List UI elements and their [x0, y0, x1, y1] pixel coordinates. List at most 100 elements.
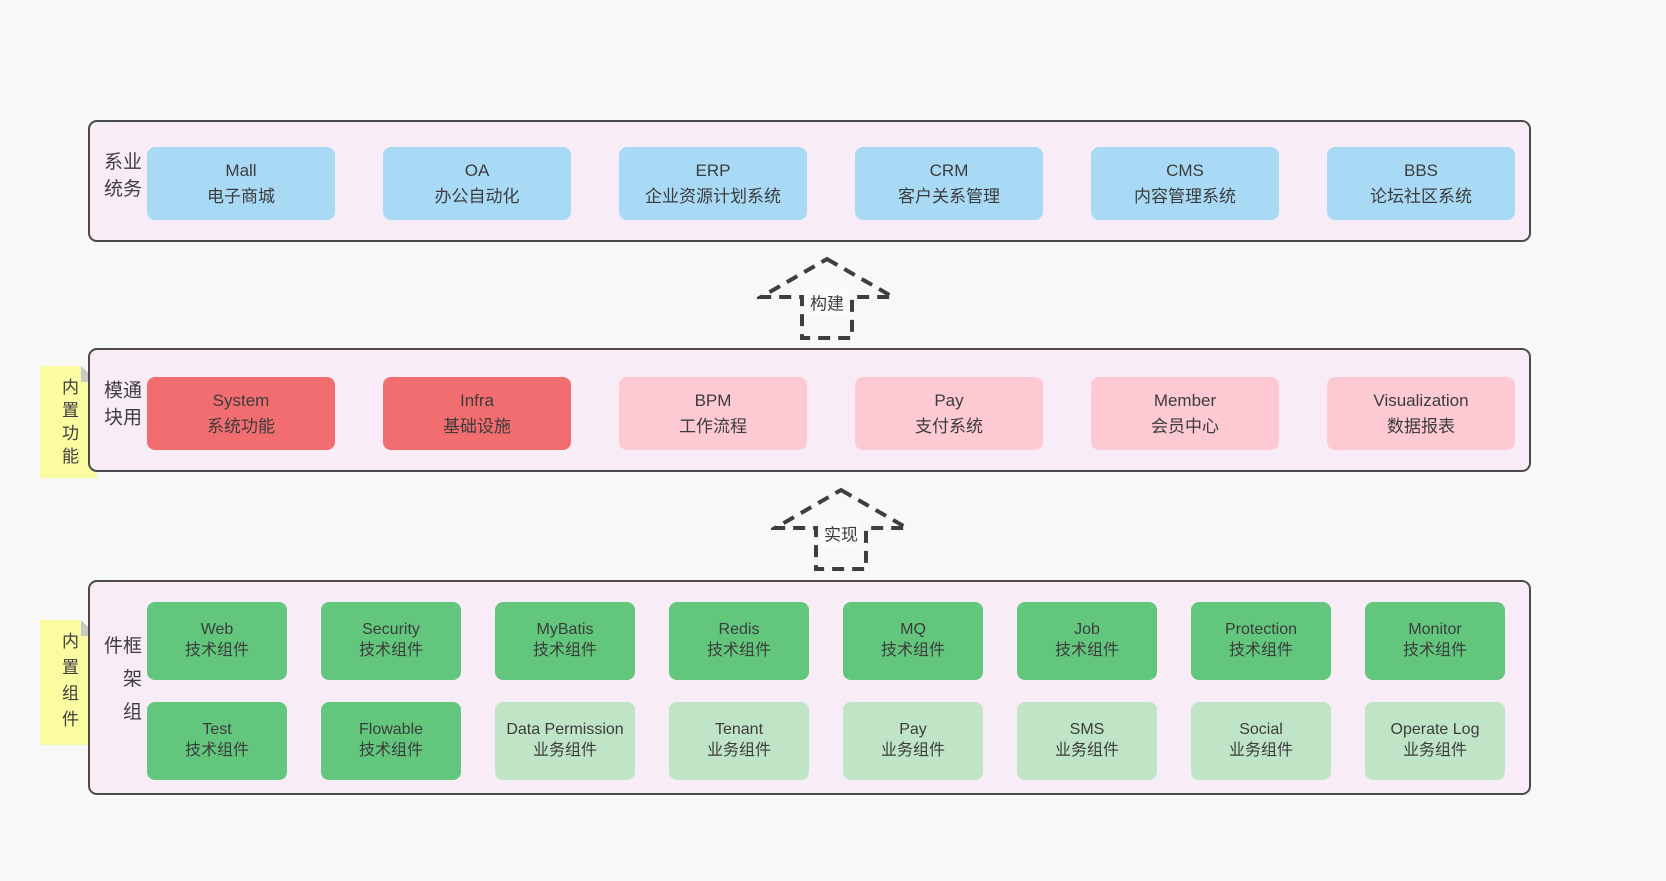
box-name-zh: 系统功能 — [207, 416, 275, 436]
box-name-en: Member — [1153, 391, 1217, 410]
box-name-zh: 技术组件 — [1228, 642, 1293, 659]
box-name-zh: 内容管理系统 — [1134, 186, 1236, 206]
box-cms: CMS 内容管理系统 — [1091, 147, 1279, 220]
box-name-en: System — [212, 391, 270, 410]
band-label-common-modules: 通用模块 — [101, 380, 141, 434]
box-name-en: CRM — [929, 161, 969, 180]
box-name-en: BBS — [1403, 161, 1439, 180]
arrow-label: 构建 — [807, 288, 847, 316]
box-member: Member 会员中心 — [1091, 377, 1279, 450]
box-name-en: Mall — [225, 161, 257, 180]
box-name-en: Flowable — [358, 721, 424, 739]
box-test: Test 技术组件 — [147, 702, 287, 780]
box-system: System 系统功能 — [147, 377, 335, 450]
box-erp: ERP 企业资源计划系统 — [619, 147, 807, 220]
box-redis: Redis 技术组件 — [669, 602, 809, 680]
arrow-implement: 实现 — [771, 487, 911, 572]
box-mq: MQ 技术组件 — [843, 602, 983, 680]
box-name-zh: 业务组件 — [706, 742, 771, 759]
box-name-zh: 业务组件 — [1402, 742, 1467, 759]
box-name-en: Tenant — [714, 721, 764, 739]
box-bbs: BBS 论坛社区系统 — [1327, 147, 1515, 220]
dashed-up-arrow-icon — [757, 256, 897, 340]
box-name-en: CMS — [1166, 161, 1204, 180]
box-name-zh: 技术组件 — [880, 642, 945, 659]
box-pay: Pay 业务组件 — [843, 702, 983, 780]
box-name-zh: 技术组件 — [184, 642, 249, 659]
box-name-zh: 技术组件 — [1054, 642, 1119, 659]
box-name-zh: 业务组件 — [532, 742, 597, 759]
arrow-label: 实现 — [821, 519, 861, 547]
box-name-zh: 技术组件 — [358, 742, 423, 759]
box-name-en: BPM — [694, 391, 732, 410]
box-name-zh: 支付系统 — [915, 416, 983, 436]
box-name-en: SMS — [1069, 721, 1105, 739]
box-flowable: Flowable 技术组件 — [321, 702, 461, 780]
box-operate-log: Operate Log 业务组件 — [1365, 702, 1505, 780]
box-sms: SMS 业务组件 — [1017, 702, 1157, 780]
box-name-zh: 技术组件 — [532, 642, 597, 659]
box-bpm: BPM 工作流程 — [619, 377, 807, 450]
sticky-note-label: 内置组件 — [59, 632, 78, 736]
box-data-permission: Data Permission 业务组件 — [495, 702, 635, 780]
box-mall: Mall 电子商城 — [147, 147, 335, 220]
box-name-en: Redis — [718, 621, 760, 639]
box-name-zh: 业务组件 — [1054, 742, 1119, 759]
box-name-zh: 数据报表 — [1387, 416, 1455, 436]
band-common-modules: 通用模块 System 系统功能 Infra 基础设施 BPM 工作流程 Pay 支付系统 Me… — [88, 348, 1531, 472]
box-name-en: Web — [200, 621, 234, 639]
box-name-en: Visualization — [1373, 391, 1469, 410]
box-name-en: Operate Log — [1390, 721, 1480, 739]
box-pay: Pay 支付系统 — [855, 377, 1043, 450]
box-name-zh: 技术组件 — [184, 742, 249, 759]
box-name-zh: 技术组件 — [1402, 642, 1467, 659]
box-name-zh: 工作流程 — [679, 416, 747, 436]
box-name-zh: 技术组件 — [706, 642, 771, 659]
box-name-zh: 业务组件 — [1228, 742, 1293, 759]
box-name-en: Pay — [934, 391, 964, 410]
arrow-build: 构建 — [757, 256, 897, 341]
box-monitor: Monitor 技术组件 — [1365, 602, 1505, 680]
box-name-en: MyBatis — [536, 621, 594, 639]
box-name-en: OA — [464, 161, 490, 180]
box-name-en: Pay — [899, 721, 927, 739]
box-name-en: Social — [1239, 721, 1283, 739]
business-systems-row: Mall 电子商城 OA 办公自动化 ERP 企业资源计划系统 CRM 客户关系管理 CMS 内容… — [147, 147, 1515, 220]
box-name-zh: 办公自动化 — [434, 186, 520, 206]
box-name-zh: 业务组件 — [880, 742, 945, 759]
sticky-note-label: 内置功能 — [59, 378, 78, 470]
box-name-zh: 企业资源计划系统 — [645, 186, 781, 206]
box-name-zh: 电子商城 — [207, 186, 275, 206]
box-web: Web 技术组件 — [147, 602, 287, 680]
box-oa: OA 办公自动化 — [383, 147, 571, 220]
box-infra: Infra 基础设施 — [383, 377, 571, 450]
box-name-zh: 会员中心 — [1151, 416, 1219, 436]
band-label-framework-components: 框架组件 — [101, 634, 141, 734]
box-name-en: MQ — [900, 621, 926, 639]
box-name-en: Protection — [1224, 621, 1298, 639]
box-name-en: Infra — [459, 391, 495, 410]
box-name-en: Data Permission — [506, 721, 624, 739]
box-name-en: Monitor — [1408, 621, 1462, 639]
box-crm: CRM 客户关系管理 — [855, 147, 1043, 220]
dashed-up-arrow-icon — [771, 487, 911, 571]
box-name-en: Test — [202, 721, 232, 739]
box-mybatis: MyBatis 技术组件 — [495, 602, 635, 680]
box-social: Social 业务组件 — [1191, 702, 1331, 780]
box-visualization: Visualization 数据报表 — [1327, 377, 1515, 450]
box-name-zh: 论坛社区系统 — [1370, 186, 1472, 206]
box-tenant: Tenant 业务组件 — [669, 702, 809, 780]
common-modules-row: System 系统功能 Infra 基础设施 BPM 工作流程 Pay 支付系统 Member 会… — [147, 377, 1515, 450]
box-security: Security 技术组件 — [321, 602, 461, 680]
box-name-en: ERP — [695, 161, 731, 180]
box-name-zh: 客户关系管理 — [898, 186, 1000, 206]
box-name-en: Security — [362, 621, 420, 639]
box-name-zh: 基础设施 — [443, 416, 511, 436]
box-name-zh: 技术组件 — [358, 642, 423, 659]
sticky-note-built-in-features: 内置功能 — [40, 366, 97, 478]
